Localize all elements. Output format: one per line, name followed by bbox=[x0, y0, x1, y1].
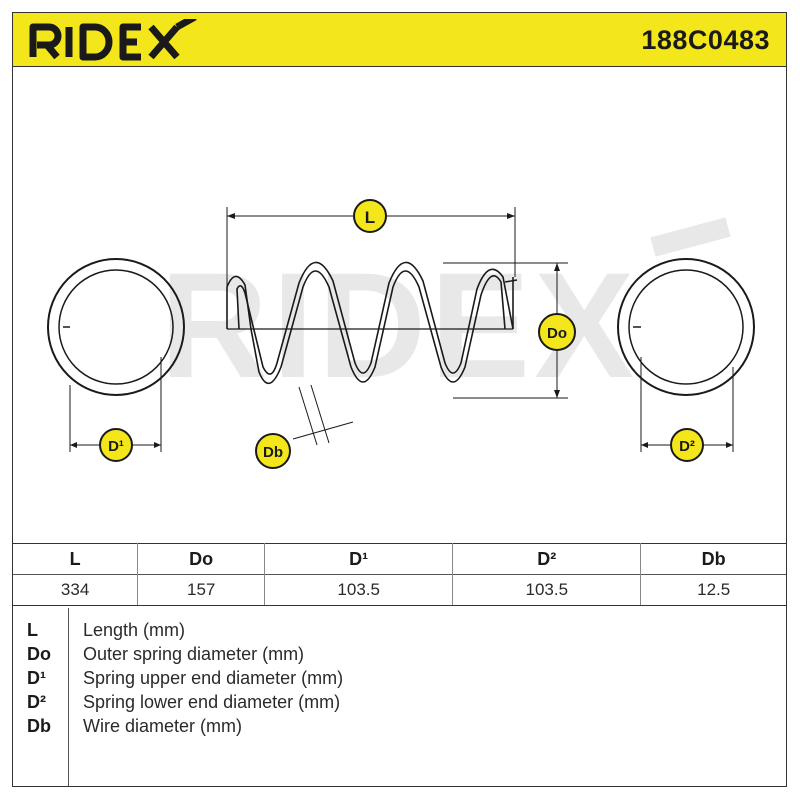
spring-coil bbox=[226, 261, 518, 385]
badge-outer-diameter: Do bbox=[538, 313, 576, 351]
legend-divider bbox=[68, 608, 69, 786]
spec-header-l: L bbox=[13, 543, 139, 575]
legend-abbr: Do bbox=[27, 644, 51, 664]
part-number: 188C0483 bbox=[641, 25, 770, 55]
spring-drawing: RIDEX bbox=[47, 199, 755, 469]
ridex-logo bbox=[29, 19, 197, 61]
legend-item: Do Outer spring diameter (mm) bbox=[13, 644, 786, 668]
legend-desc: Spring upper end diameter (mm) bbox=[83, 668, 344, 688]
legend-abbr: L bbox=[27, 620, 38, 640]
spec-header-do: Do bbox=[137, 543, 266, 575]
badge-outer-diameter-label: Do bbox=[547, 325, 567, 342]
legend-desc: Outer spring diameter (mm) bbox=[83, 644, 305, 664]
legend-item: L Length (mm) bbox=[13, 620, 786, 644]
badge-length: L bbox=[353, 199, 387, 233]
badge-lower-end-diameter-label: D² bbox=[679, 438, 695, 455]
legend-item: D¹ Spring upper end diameter (mm) bbox=[13, 668, 786, 692]
badge-lower-end-diameter: D² bbox=[670, 428, 704, 462]
badge-wire-diameter: Db bbox=[255, 433, 291, 469]
spec-value-d2: 103.5 bbox=[452, 574, 642, 606]
drawing-frame: 188C0483 RIDEX bbox=[12, 12, 787, 787]
legend-abbr: Db bbox=[27, 716, 51, 736]
spec-value-l: 334 bbox=[13, 574, 139, 606]
spec-table-header-row: L Do D¹ D² Db bbox=[13, 543, 786, 575]
badge-upper-end-diameter: D¹ bbox=[99, 428, 133, 462]
spec-header-db: Db bbox=[640, 543, 786, 575]
spec-table-value-row: 334 157 103.5 103.5 12.5 bbox=[13, 574, 786, 606]
legend-item: Db Wire diameter (mm) bbox=[13, 716, 786, 740]
badge-upper-end-diameter-label: D¹ bbox=[108, 438, 124, 455]
legend: L Length (mm) Do Outer spring diameter (… bbox=[13, 608, 786, 788]
legend-item: D² Spring lower end diameter (mm) bbox=[13, 692, 786, 716]
lower-end-ring bbox=[617, 258, 755, 452]
badge-length-label: L bbox=[365, 208, 375, 227]
spec-value-d1: 103.5 bbox=[264, 574, 454, 606]
wire-diameter-dimension bbox=[292, 384, 354, 446]
spec-header-d2: D² bbox=[452, 543, 642, 575]
legend-desc: Spring lower end diameter (mm) bbox=[83, 692, 341, 712]
upper-end-ring bbox=[47, 258, 185, 452]
header-bar: 188C0483 bbox=[13, 13, 786, 67]
spec-value-db: 12.5 bbox=[640, 574, 786, 606]
spec-table: L Do D¹ D² Db 334 157 103.5 103.5 12.5 bbox=[13, 543, 786, 606]
spec-header-d1: D¹ bbox=[264, 543, 454, 575]
legend-desc: Length (mm) bbox=[83, 620, 186, 640]
legend-abbr: D¹ bbox=[27, 668, 46, 688]
badge-wire-diameter-label: Db bbox=[263, 444, 283, 461]
spec-value-do: 157 bbox=[137, 574, 266, 606]
legend-desc: Wire diameter (mm) bbox=[83, 716, 243, 736]
legend-abbr: D² bbox=[27, 692, 46, 712]
